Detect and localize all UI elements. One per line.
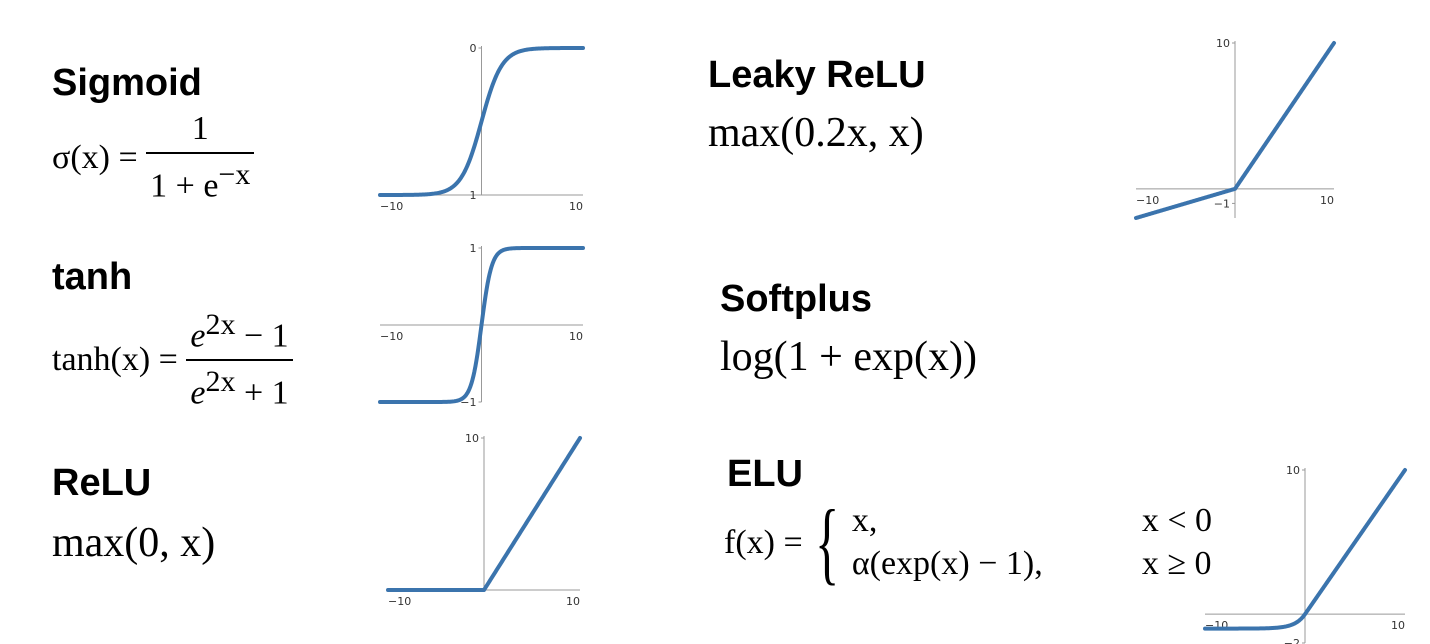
x-tick-label: −10: [380, 330, 403, 343]
x-tick-label: −10: [1136, 194, 1159, 207]
elu-case-row-1: x, x < 0: [852, 500, 1212, 543]
y-tick-label: 1: [470, 189, 477, 202]
elu-case-row-2: α(exp(x) − 1), x ≥ 0: [852, 543, 1212, 586]
y-tick-label: 10: [1286, 464, 1300, 477]
elu-case-1: x,: [851, 502, 878, 539]
x-tick-label: 10: [569, 200, 583, 213]
tanh-den-tail: + 1: [235, 374, 289, 412]
elu-lhs: f(x) =: [724, 523, 803, 561]
sigmoid-title: Sigmoid: [52, 62, 202, 104]
elu-cond-1: x < 0: [1141, 502, 1213, 539]
y-tick-label: 10: [1216, 37, 1230, 50]
tanh-den-exponent: 2x: [205, 365, 236, 399]
sigmoid-numerator: 1: [191, 110, 209, 147]
relu-title: ReLU: [52, 462, 152, 504]
tanh-curve: [378, 246, 585, 404]
tanh-lhs: tanh(x) =: [52, 341, 178, 379]
sigmoid-formula: σ(x) = 1 1 + e−x: [52, 110, 255, 205]
leaky-relu-formula: max(0.2x, x): [708, 110, 924, 156]
tanh-fraction: e2x − 1 e2x + 1: [186, 310, 293, 412]
y-tick-label: −2: [1284, 637, 1300, 644]
sigmoid-den-exponent: −x: [218, 158, 251, 191]
elu-case-2: α(exp(x) − 1),: [851, 544, 1043, 582]
tanh-formula: tanh(x) = e2x − 1 e2x + 1: [52, 310, 293, 411]
sigmoid-denominator: 1 + e−x: [146, 152, 255, 205]
x-tick-label: 10: [569, 330, 583, 343]
softplus-formula: log(1 + exp(x)): [720, 334, 977, 380]
sigmoid-den-base: 1 + e: [150, 167, 219, 205]
leaky-relu-title: Leaky ReLU: [708, 54, 926, 96]
elu-curve: [1203, 468, 1407, 631]
sigmoid-lhs: σ(x) =: [52, 138, 138, 176]
x-tick-label: −10: [388, 595, 411, 608]
tanh-num-exponent: 2x: [205, 308, 236, 341]
elu-formula: f(x) = { x, x < 0 α(exp(x) − 1), x ≥ 0: [724, 491, 1212, 594]
y-tick-label: −1: [1214, 197, 1230, 210]
tanh-title: tanh: [52, 256, 133, 298]
elu-cases: x, x < 0 α(exp(x) − 1), x ≥ 0: [852, 500, 1212, 585]
tanh-den-base: e: [190, 374, 206, 412]
tanh-numerator: e2x − 1: [186, 310, 292, 359]
elu-brace: {: [815, 491, 840, 594]
elu-title: ELU: [727, 453, 803, 495]
leaky-relu-chart: −10 10 10 −1: [1134, 37, 1336, 220]
relu-formula: max(0, x): [52, 520, 216, 566]
elu-cond-2: x ≥ 0: [1141, 544, 1212, 582]
leaky-curve: [1134, 41, 1336, 220]
tanh-num-tail: − 1: [235, 317, 289, 355]
sigmoid-fraction: 1 1 + e−x: [146, 110, 255, 205]
x-tick-label: 10: [1320, 194, 1334, 207]
sigmoid-curve: [378, 46, 585, 197]
tanh-denominator: e2x + 1: [186, 359, 293, 412]
x-tick-label: −10: [380, 200, 403, 213]
y-tick-label: 1: [470, 242, 477, 255]
softplus-title: Softplus: [720, 278, 872, 320]
tanh-num-base: e: [190, 317, 206, 355]
x-tick-label: 10: [1391, 619, 1405, 632]
relu-chart: −10 10 10: [386, 432, 582, 608]
y-tick-label: 10: [465, 432, 479, 445]
relu-curve: [386, 436, 582, 592]
y-tick-label: 0: [470, 42, 477, 55]
x-tick-label: 10: [566, 595, 580, 608]
